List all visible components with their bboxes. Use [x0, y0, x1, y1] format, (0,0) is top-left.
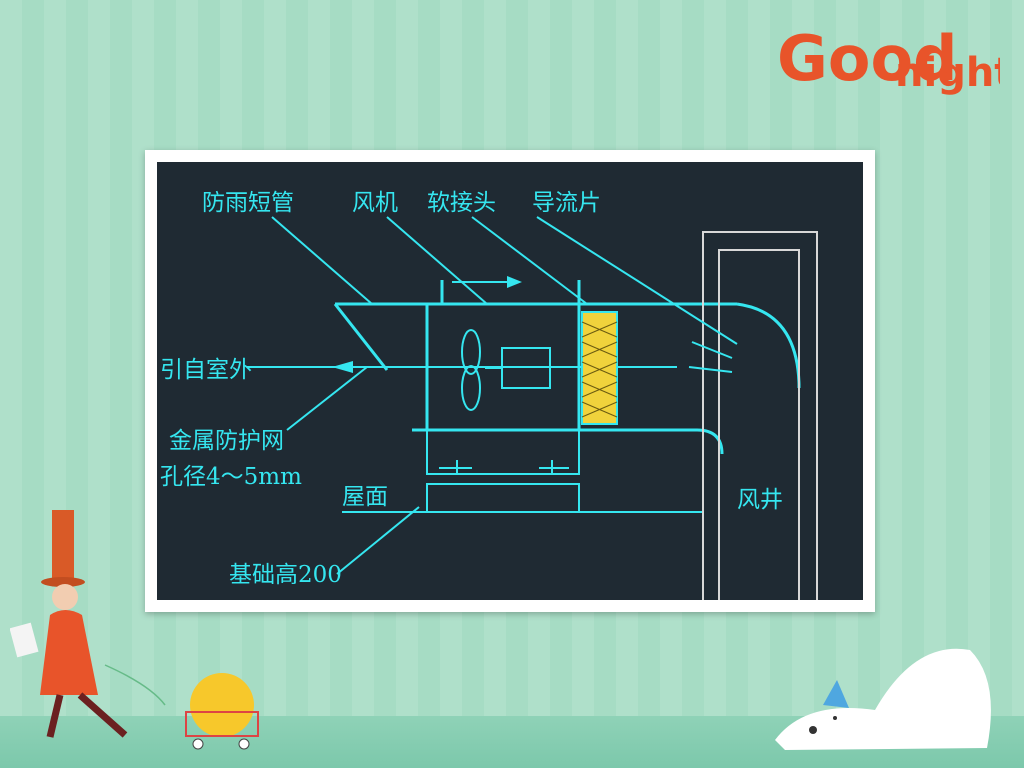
boy-face	[52, 584, 78, 610]
leash-string	[104, 664, 166, 706]
airflow-inlet-arrow	[332, 361, 353, 373]
label-roof: 屋面	[342, 484, 388, 510]
airflow-guide-1	[691, 341, 733, 359]
fan-base	[426, 430, 580, 475]
logo-text-good: Good	[777, 22, 957, 95]
logo-text-night: night	[895, 50, 1000, 96]
boy-leg-right	[77, 692, 128, 738]
party-hat	[823, 680, 849, 708]
hat-brim	[41, 577, 85, 587]
duct-bottom-curve	[696, 428, 724, 455]
label-foundation: 基础高200	[229, 562, 342, 588]
airflow-guide-2	[688, 366, 733, 373]
fan-blade-bottom	[461, 365, 481, 411]
air-shaft-outer	[702, 231, 818, 600]
label-hole-diameter: 孔径4～5mm	[160, 464, 302, 490]
duct-top-curve	[736, 302, 801, 385]
label-rain-pipe: 防雨短管	[202, 190, 294, 216]
leader-soft-joint	[471, 216, 588, 305]
leader-metal-mesh	[286, 366, 368, 431]
cart-wheel-left	[192, 738, 204, 750]
slide-frame: 防雨短管 风机 软接头 导流片 引自室外 金属防护网 孔径4～5mm 屋面 基础…	[145, 150, 875, 612]
polar-bear-illustration	[775, 648, 991, 750]
label-fan: 风机	[352, 190, 398, 216]
boy-leg-left	[46, 694, 64, 738]
ventilation-diagram: 防雨短管 风机 软接头 导流片 引自室外 金属防护网 孔径4～5mm 屋面 基础…	[157, 162, 863, 600]
good-night-logo-svg: Good night	[777, 22, 1013, 96]
soft-joint-hatch	[581, 321, 618, 418]
boy-coat	[40, 610, 98, 695]
label-guide-vane: 导流片	[532, 190, 601, 216]
cart-wheel-right	[238, 738, 250, 750]
hood-slant-line	[333, 303, 389, 371]
leader-rain-pipe	[271, 216, 373, 305]
fan-blade-top	[461, 329, 481, 375]
leader-fan	[386, 216, 488, 305]
soft-joint-filter	[581, 311, 618, 425]
polar-bear-body	[775, 648, 991, 750]
leader-foundation	[336, 506, 420, 575]
foundation-block	[426, 483, 580, 513]
diagram-svg: 防雨短管 风机 软接头 导流片 引自室外 金属防护网 孔径4～5mm 屋面 基础…	[160, 190, 818, 600]
label-from-outdoor: 引自室外	[160, 357, 252, 383]
cart-basket	[185, 711, 259, 737]
bear-eye	[833, 716, 837, 720]
label-soft-joint: 软接头	[427, 190, 496, 216]
good-night-logo: Good night	[775, 8, 1013, 108]
air-shaft-inner	[718, 249, 800, 600]
chick-in-cart-illustration	[185, 673, 259, 750]
leader-guide-vane	[536, 216, 738, 345]
boy-with-hat-illustration	[10, 510, 166, 738]
label-air-shaft: 风井	[737, 487, 783, 513]
paper-in-hand	[10, 622, 39, 658]
tall-hat	[52, 510, 74, 582]
label-metal-mesh: 金属防护网	[169, 428, 284, 454]
yellow-chick	[190, 673, 254, 737]
bear-nose	[809, 726, 817, 734]
